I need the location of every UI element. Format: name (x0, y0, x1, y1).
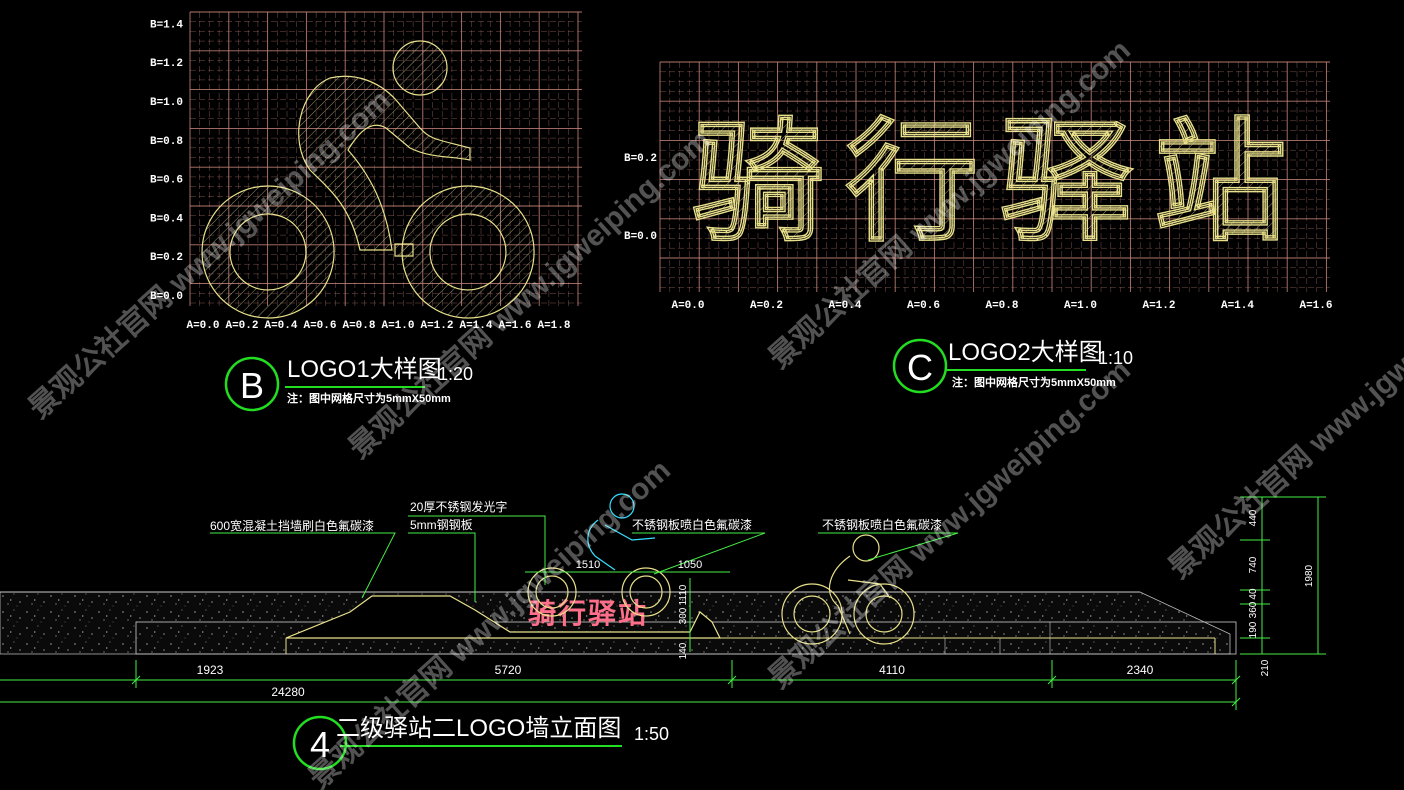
dim-1110: 1110 (678, 584, 689, 605)
panel-c-x-label-3: A=0.6 (907, 300, 940, 312)
panel-c-scale: 1:10 (1098, 348, 1133, 368)
cyclist-logo-icon (201, 40, 535, 319)
dim-1980: 1980 (1304, 564, 1315, 587)
panel-b-title-block: B LOGO1大样图 1:20 注：图中网格尺寸为5mmX50mm (224, 356, 473, 412)
dim-300: 300 (678, 607, 689, 624)
panel-b-y-label-1: B=0.2 (150, 252, 183, 264)
panel-b-y-label-6: B=1.2 (150, 58, 183, 70)
panel-b-y-label-5: B=1.0 (150, 97, 183, 109)
panel-b-note: 注：图中网格尺寸为5mmX50mm (287, 391, 451, 405)
panel-b-x-labels: A=0.0 A=0.2 A=0.4 A=0.6 A=0.8 A=1.0 A=1.2 A=1.4… (186, 320, 570, 332)
panel-b-x-label-4: A=0.8 (342, 320, 375, 332)
panel-b-x-label-5: A=1.0 (381, 320, 414, 332)
panel-c-x-label-1: A=0.2 (750, 300, 783, 312)
callout-concrete-wall: 600宽混凝土挡墙刷白色氟碳漆 (210, 518, 374, 533)
dim-440: 440 (1248, 509, 1259, 526)
panel-b-y-label-3: B=0.6 (150, 175, 183, 187)
callout-steel-paint-1: 不锈钢板喷白色氟碳漆 (632, 517, 752, 532)
dim-4110: 4110 (879, 663, 905, 677)
panel-b-title: LOGO1大样图 (287, 356, 442, 383)
dim-1050: 1050 (678, 559, 702, 571)
panel-c-x-label-4: A=0.8 (985, 300, 1018, 312)
wall-logo-text: 骑行驿站 (528, 597, 648, 629)
panel-b-x-label-0: A=0.0 (186, 320, 219, 332)
logo-wall (285, 595, 721, 639)
dim-740: 740 (1248, 556, 1259, 573)
panel-b-x-label-1: A=0.2 (225, 320, 258, 332)
dim-1923: 1923 (197, 663, 224, 677)
panel-4-badge-number: 4 (310, 724, 330, 765)
panel-4-title-block: 4 二级驿站二LOGO墙立面图 1:50 (292, 715, 669, 771)
panel-b-x-label-6: A=1.2 (420, 320, 453, 332)
panel-c-x-label-6: A=1.2 (1142, 300, 1175, 312)
panel-4-wall-elevation: 骑行驿站 600宽混凝土挡墙刷白色氟碳漆 20厚不 (0, 493, 1326, 771)
panel-c-badge (892, 338, 948, 394)
panel-c-title: LOGO2大样图 (948, 339, 1103, 366)
callout-steel-letters: 20厚不锈钢发光字 (410, 499, 507, 514)
panel-c-title-block: C LOGO2大样图 1:10 注：图中网格尺寸为5mmX50mm (892, 338, 1133, 394)
panel-c-y-labels: B=0.0 B=0.2 (624, 153, 657, 243)
panel-b-y-label-7: B=1.4 (150, 19, 183, 31)
panel-c-x-label-8: A=1.6 (1299, 300, 1332, 312)
panel-c-y-label-1: B=0.2 (624, 153, 657, 165)
panel-c-x-label-0: A=0.0 (671, 300, 704, 312)
dim-1510: 1510 (576, 559, 600, 571)
panel-c-y-label-0: B=0.0 (624, 231, 657, 243)
panel-b-logo1-detail: B=0.0 B=0.2 B=0.4 B=0.6 B=0.8 B=1.0 B=1.2 B=1.4… (150, 11, 582, 412)
panel-b-y-label-0: B=0.0 (150, 291, 183, 303)
dim-2340: 2340 (1127, 663, 1154, 677)
panel-c-note: 注：图中网格尺寸为5mmX50mm (952, 375, 1116, 389)
panel-c-x-label-7: A=1.4 (1221, 300, 1254, 312)
panel-c-x-label-5: A=1.0 (1064, 300, 1097, 312)
panel-c-logo2-detail: B=0.0 B=0.2 A=0.0 A=0.2 A=0.4 A=0.6 A=0.8 A=1.… (624, 61, 1333, 394)
panel-b-x-label-3: A=0.6 (303, 320, 336, 332)
panel-b-x-label-2: A=0.4 (264, 320, 297, 332)
panel-b-x-label-9: A=1.8 (537, 320, 570, 332)
callout-steel-paint-2: 不锈钢板喷白色氟碳漆 (822, 517, 942, 532)
panel-c-x-label-2: A=0.4 (828, 300, 861, 312)
cyan-cyclist-icon (527, 493, 671, 617)
dim-190: 190 (1248, 621, 1259, 638)
panel-c-badge-letter: C (907, 347, 933, 388)
yellow-cyclist-icon (781, 534, 915, 645)
dim-40: 40 (1248, 588, 1259, 600)
panel-4-scale: 1:50 (634, 724, 669, 744)
dim-360: 360 (1248, 601, 1259, 618)
panel-b-x-label-8: A=1.6 (498, 320, 531, 332)
panel-b-y-label-4: B=0.8 (150, 136, 183, 148)
dim-210: 210 (1260, 659, 1271, 676)
panel-4-title: 二级驿站二LOGO墙立面图 (336, 715, 621, 742)
panel-b-badge (224, 356, 280, 412)
panel-b-y-label-2: B=0.4 (150, 213, 183, 225)
callout-steel-plate: 5mm钢钢板 (410, 518, 473, 532)
dim-140: 140 (678, 642, 689, 659)
watermark-6: 景观公社官网 www.jgweiping.com (1163, 244, 1404, 586)
panel-b-y-labels: B=0.0 B=0.2 B=0.4 B=0.6 B=0.8 B=1.0 B=1.2 B=1.4 (150, 19, 183, 303)
panel-b-scale: 1:20 (438, 364, 473, 384)
panel-b-badge-letter: B (240, 365, 264, 406)
panel-4-badge (292, 715, 348, 771)
dim-5720: 5720 (495, 663, 522, 677)
panel-b-x-label-7: A=1.4 (459, 320, 492, 332)
panel-c-x-labels: A=0.0 A=0.2 A=0.4 A=0.6 A=0.8 A=1.0 A=1.2 A=1.4… (671, 300, 1332, 312)
dim-total-24280: 24280 (271, 685, 305, 699)
panel-c-grid (659, 61, 1330, 292)
panel-c-logo-text: 骑行驿站 (692, 109, 1308, 256)
